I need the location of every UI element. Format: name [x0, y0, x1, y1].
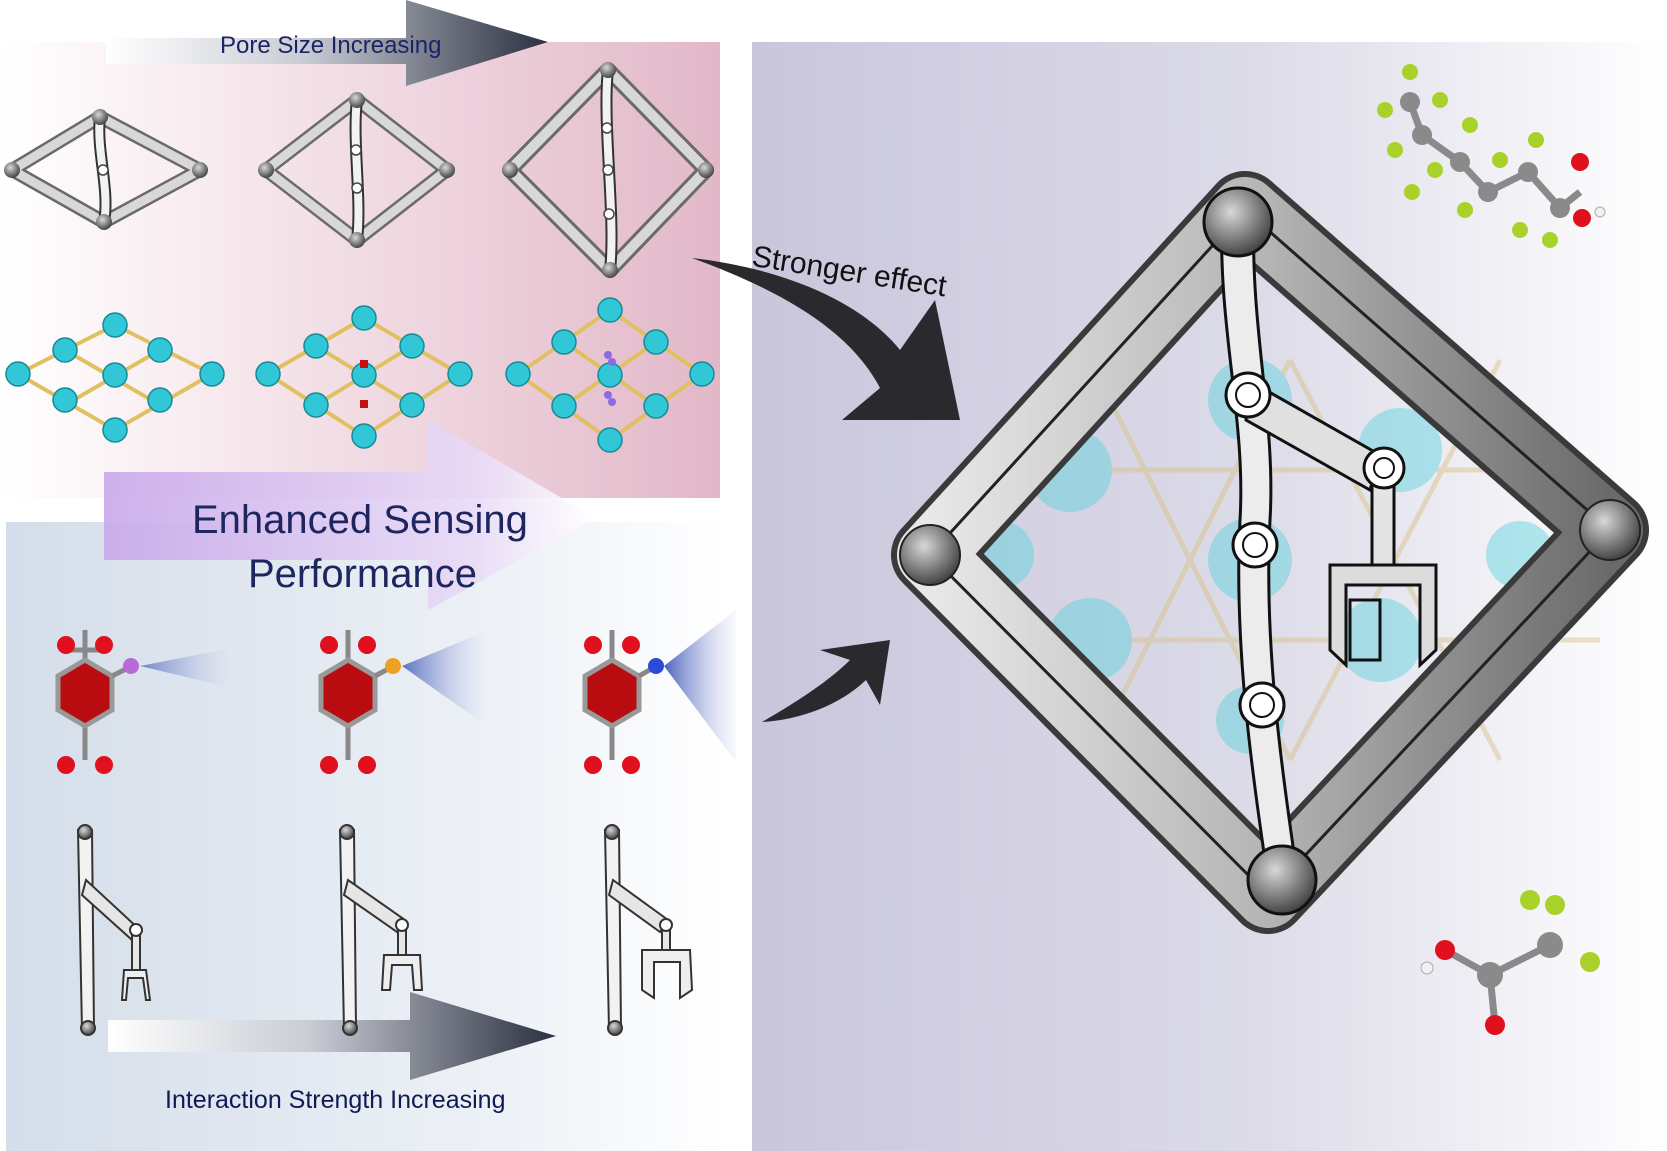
- sensing-arrow: [104, 420, 596, 610]
- frame-corner-joints: [899, 499, 1641, 586]
- pfoa-molecule-icon: [1377, 64, 1606, 248]
- interaction-strength-label: Interaction Strength Increasing: [165, 1086, 506, 1114]
- pore-size-arrow: [106, 0, 548, 86]
- terephthalate-linker-icon: [318, 630, 484, 774]
- tfa-molecule-icon: [1420, 890, 1600, 1035]
- stronger-effect-arrow: [692, 258, 960, 420]
- large-robot-arm: [1202, 186, 1438, 916]
- robot-arm-icon: [338, 824, 424, 1036]
- sensing-label-line2: Performance: [248, 552, 477, 596]
- interaction-strength-arrow: [108, 992, 556, 1080]
- terephthalate-linker-icon: [582, 610, 736, 774]
- guest-markers: [360, 351, 616, 408]
- pore-size-label: Pore Size Increasing: [220, 32, 442, 59]
- mof-clusters: [5, 297, 715, 453]
- robot-arm-icon: [603, 824, 694, 1036]
- rhombic-frame-icon: [4, 109, 208, 230]
- robot-arm-icon: [76, 824, 152, 1036]
- sensing-label-line1: Enhanced Sensing: [192, 498, 528, 542]
- rhombic-frame-icon: [258, 92, 455, 248]
- terephthalate-linker-icon: [55, 630, 232, 774]
- linker-effect-arrow: [762, 640, 890, 722]
- rhombic-frame-icon: [502, 62, 714, 278]
